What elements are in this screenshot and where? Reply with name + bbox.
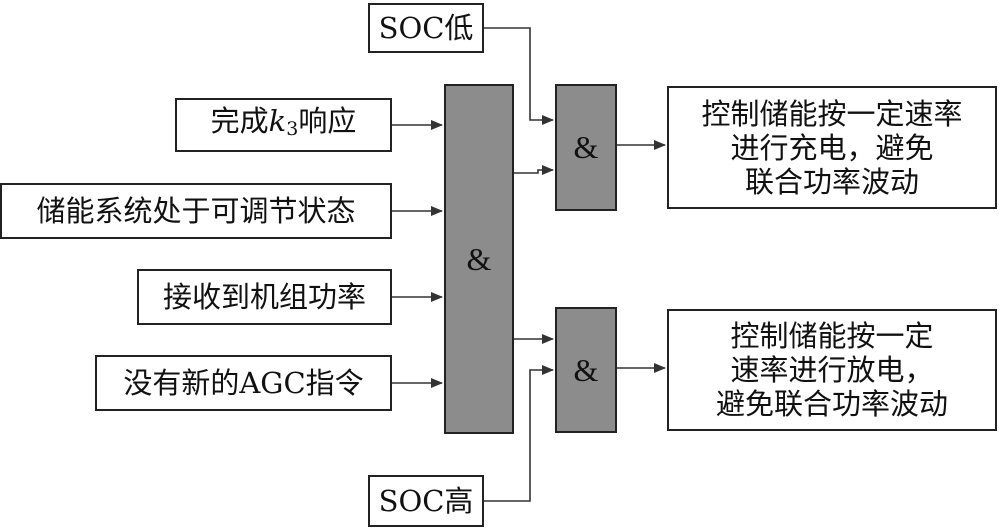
k3-var: k <box>268 104 287 138</box>
discharge-output-box: 控制储能按一定 速率进行放电， 避免联合功率波动 <box>667 309 997 431</box>
arrow-main-to-upper <box>514 165 554 175</box>
k3-suffix: 响应 <box>298 104 357 138</box>
soc-high-label: SOC高 <box>378 484 474 518</box>
k3-prefix: 完成 <box>210 104 269 138</box>
soc-low-label: SOC低 <box>378 11 474 45</box>
received-power-box: 接收到机组功率 <box>137 269 392 325</box>
upper-and-gate: & <box>555 84 617 211</box>
upper-and-symbol: & <box>573 129 599 165</box>
arrow-soc-low-to-upper <box>484 27 554 125</box>
no-new-agc-box: 没有新的AGC指令 <box>95 355 392 411</box>
charge-output-box: 控制储能按一定速率 进行充电，避免 联合功率波动 <box>667 86 997 209</box>
received-power-label: 接收到机组功率 <box>162 280 366 314</box>
adjustable-state-box: 储能系统处于可调节状态 <box>0 183 392 239</box>
adjustable-state-label: 储能系统处于可调节状态 <box>36 194 356 228</box>
k3-response-box: 完成k3响应 <box>175 98 392 152</box>
charge-line-3: 联合功率波动 <box>744 164 919 199</box>
soc-low-box: SOC低 <box>368 3 484 53</box>
lower-and-symbol: & <box>573 351 599 388</box>
discharge-line-2: 速率进行放电， <box>730 353 934 387</box>
main-and-gate: & <box>444 84 514 434</box>
k3-subscript: 3 <box>286 118 299 140</box>
discharge-line-1: 控制储能按一定 <box>730 319 934 353</box>
soc-high-box: SOC高 <box>368 475 484 527</box>
main-and-symbol: & <box>466 240 492 277</box>
k3-response-label: 完成k3响应 <box>211 104 357 146</box>
k3-variable: k3 <box>268 104 299 140</box>
charge-line-2: 进行充电，避免 <box>730 130 934 165</box>
arrow-soc-high-to-lower <box>484 365 554 502</box>
lower-and-gate: & <box>555 307 617 433</box>
no-new-agc-label: 没有新的AGC指令 <box>123 366 364 400</box>
discharge-line-3: 避免联合功率波动 <box>715 387 948 421</box>
charge-line-1: 控制储能按一定速率 <box>701 96 963 131</box>
